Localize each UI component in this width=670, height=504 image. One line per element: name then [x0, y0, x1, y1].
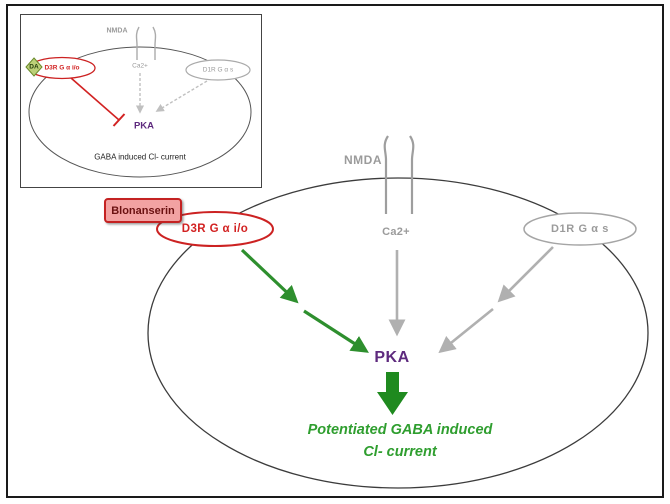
- inset-outcome-label: GABA induced Cl- current: [94, 152, 186, 162]
- d3r-green-arrow-2: [303, 309, 369, 353]
- outcome-text: Potentiated GABA induced Cl- current: [308, 419, 493, 463]
- d1r-receptor-label: D1R G α s: [550, 223, 610, 235]
- inset-pka-label: PKA: [133, 120, 155, 132]
- inset-nmda-label: NMDA: [106, 27, 128, 35]
- inset-d1r-ellipse: [185, 59, 251, 81]
- inset-da-diamond: [25, 57, 43, 77]
- calcium-label: Ca2+: [382, 226, 410, 238]
- inset-da-label: DA: [29, 63, 39, 71]
- outcome-line-2: Cl- current: [363, 444, 437, 460]
- d3r-receptor-ellipse: [156, 211, 274, 247]
- inset-inhibition-line: [70, 77, 120, 121]
- d1r-receptor-ellipse: [523, 212, 637, 246]
- nmda-channel-right: [409, 135, 415, 214]
- d1r-arrow-1: [497, 246, 554, 303]
- inset-d3r-label: D3R G α i/o: [44, 64, 80, 72]
- nmda-channel-left: [383, 135, 389, 214]
- inset-nmda-channel-right: [152, 26, 157, 60]
- d1r-arrow-2: [438, 307, 494, 354]
- figure-border: [6, 4, 664, 498]
- nmda-label: NMDA: [344, 153, 382, 167]
- blonanserin-box: Blonanserin: [104, 198, 182, 223]
- pka-label: PKA: [374, 349, 410, 366]
- blonanserin-label: Blonanserin: [111, 204, 175, 217]
- inset-inhibition-bar: [112, 113, 126, 127]
- pka-block-arrow: [377, 372, 408, 415]
- outcome-line-1: Potentiated GABA induced: [307, 422, 493, 438]
- inset-d1r-label: D1R G α s: [202, 66, 234, 74]
- d3r-green-arrow-1: [240, 248, 299, 304]
- inset-calcium-label: Ca2+: [132, 62, 148, 70]
- d3r-receptor-label: D3R G α i/o: [181, 223, 249, 235]
- inset-nmda-channel-left: [135, 26, 140, 60]
